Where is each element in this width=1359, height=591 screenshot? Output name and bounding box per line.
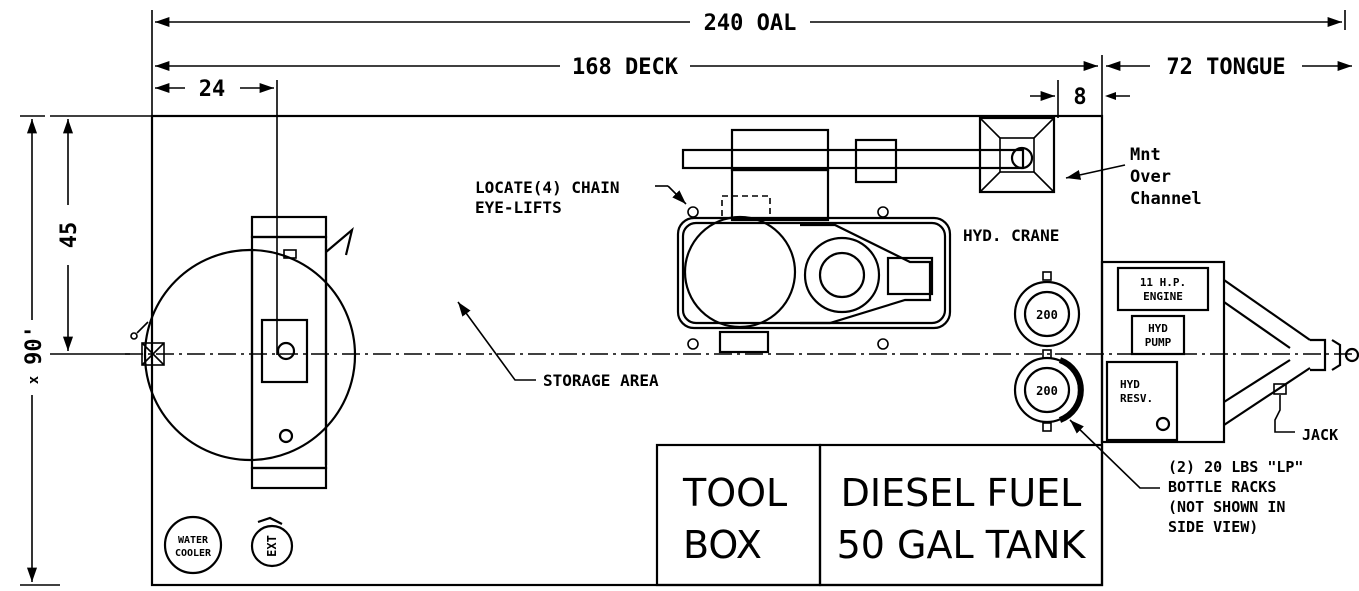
half-width-label: 45 <box>57 222 82 249</box>
width-marker-label: x <box>26 375 42 384</box>
cable-spool <box>143 215 357 490</box>
tongue-assembly: 11 H.P. ENGINE HYD PUMP HYD RESV. JACK <box>1100 260 1359 444</box>
dimension-deck: 168 DECK <box>155 55 1098 80</box>
pump-label-2: PUMP <box>1145 336 1172 349</box>
mount-callout-3: Channel <box>1130 189 1202 209</box>
jack-label: JACK <box>1302 426 1338 444</box>
water-cooler-label-2: COOLER <box>175 548 212 559</box>
reservoir-label-1: HYD <box>1120 378 1140 391</box>
bottle-callout-2: BOTTLE RACKS <box>1168 478 1276 496</box>
dimension-width: 90' x <box>20 115 60 586</box>
reservoir-label-2: RESV. <box>1120 392 1153 405</box>
toolbox: TOOL BOX <box>655 443 822 587</box>
storage-area-callout: STORAGE AREA <box>457 301 659 390</box>
offset-8-label: 8 <box>1073 85 1086 110</box>
toolbox-label-1: TOOL <box>682 471 787 515</box>
water-cooler-label-1: WATER <box>178 535 209 546</box>
mount-callout: Mnt Over Channel <box>1065 145 1202 209</box>
dimension-tongue: 72 TONGUE <box>1101 55 1352 118</box>
dimension-overall: 240 OAL <box>151 10 1346 120</box>
bottle-callout-3: (NOT SHOWN IN <box>1168 498 1285 516</box>
overall-length-label: 240 OAL <box>704 11 797 36</box>
bottle-callout-4: SIDE VIEW) <box>1168 518 1258 536</box>
crane-label: HYD. CRANE <box>963 226 1059 245</box>
lp-bottle-bottom: 200 <box>1013 356 1084 432</box>
tongue-length-label: 72 TONGUE <box>1166 55 1285 80</box>
lp-bottle-top: 200 <box>1013 271 1081 359</box>
bottle-racks-callout: (2) 20 LBS "LP" BOTTLE RACKS (NOT SHOWN … <box>1069 419 1303 536</box>
water-cooler: WATER COOLER <box>163 515 223 575</box>
offset-24-label: 24 <box>199 77 226 102</box>
pump-label-1: HYD <box>1148 322 1168 335</box>
diesel-fuel-tank: DIESEL FUEL 50 GAL TANK <box>818 443 1104 587</box>
deck-length-label: 168 DECK <box>572 55 679 80</box>
chain-eye-lifts-callout: LOCATE(4) CHAIN EYE-LIFTS <box>475 178 687 217</box>
bottle-bottom-value: 200 <box>1036 384 1058 398</box>
dimension-8: 8 <box>1030 80 1130 118</box>
engine-label-2: ENGINE <box>1143 290 1183 303</box>
extinguisher-label: EXT <box>265 535 279 557</box>
bottle-callout-1: (2) 20 LBS "LP" <box>1168 458 1303 476</box>
width-label: 90' <box>22 325 47 365</box>
hydraulic-crane <box>676 116 1056 354</box>
bottle-top-value: 200 <box>1036 308 1058 322</box>
fuel-tank-label-1: DIESEL FUEL <box>841 471 1082 515</box>
chain-callout-2: EYE-LIFTS <box>475 198 562 217</box>
storage-area-label: STORAGE AREA <box>543 371 659 390</box>
toolbox-label-2: BOX <box>683 523 762 567</box>
engine-label-1: 11 H.P. <box>1140 276 1186 289</box>
dimension-half-width: 45 <box>50 115 152 355</box>
mount-callout-1: Mnt <box>1130 145 1161 165</box>
chain-callout-1: LOCATE(4) CHAIN <box>475 178 620 197</box>
fire-extinguisher: EXT <box>250 516 294 568</box>
mount-callout-2: Over <box>1130 167 1171 187</box>
fuel-tank-label-2: 50 GAL TANK <box>837 523 1087 567</box>
